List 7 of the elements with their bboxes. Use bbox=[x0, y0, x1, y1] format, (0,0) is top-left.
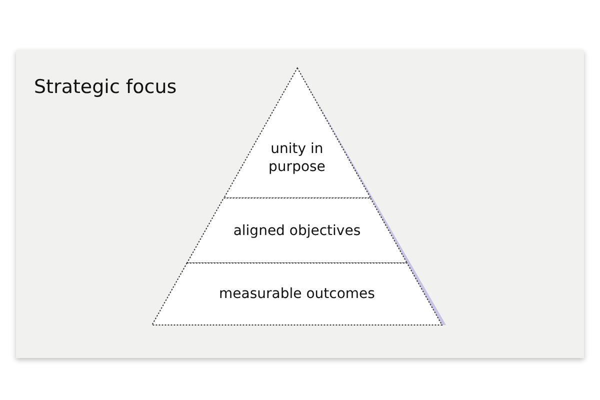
pyramid-tier bbox=[224, 68, 370, 198]
tier-label: unity in purpose bbox=[268, 140, 326, 176]
tier-label: measurable outcomes bbox=[219, 285, 375, 303]
pyramid-tier bbox=[186, 198, 407, 263]
tier-label: aligned objectives bbox=[233, 222, 361, 240]
pyramid-tier bbox=[152, 263, 442, 325]
diagram-title: Strategic focus bbox=[34, 76, 177, 98]
